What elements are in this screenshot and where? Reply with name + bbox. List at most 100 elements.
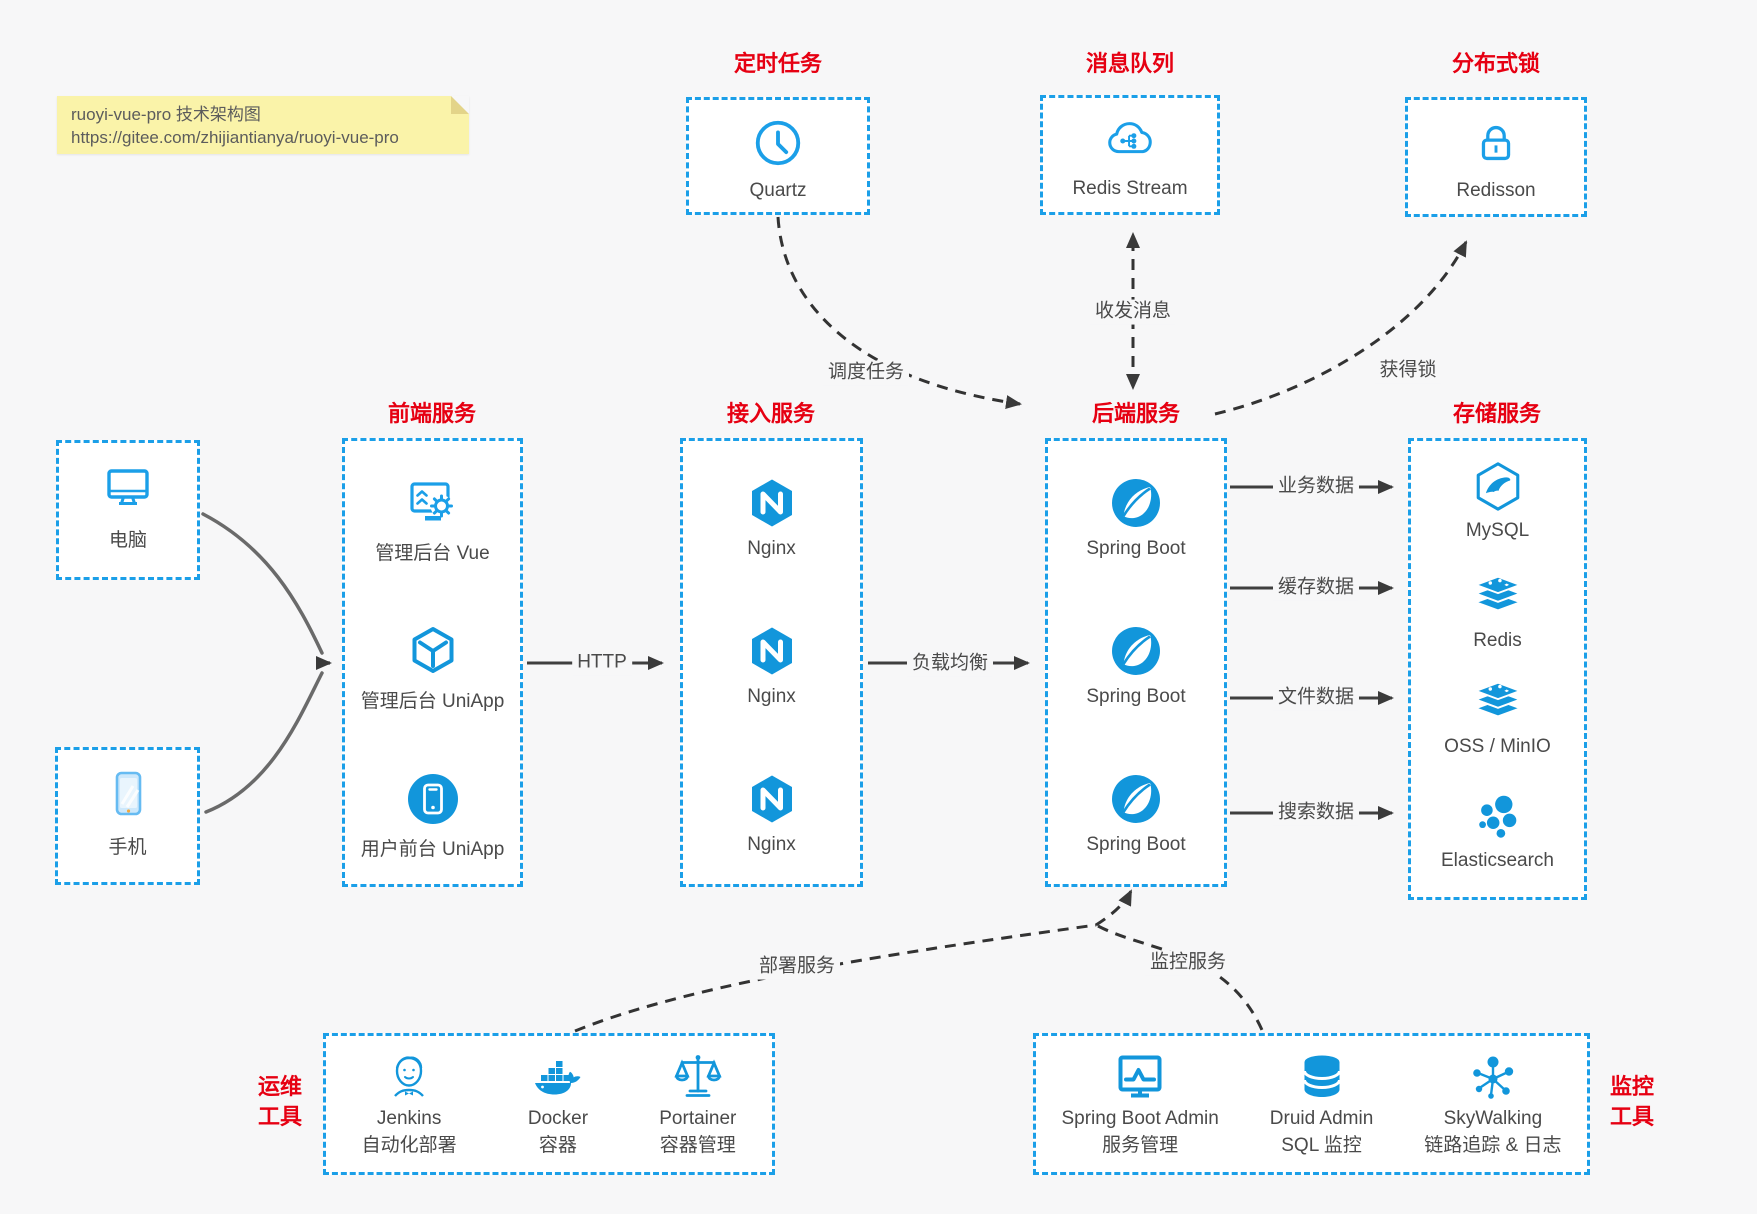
smartphone-icon	[115, 771, 141, 816]
node-nginx-2: Nginx	[683, 623, 860, 708]
group-title-message-queue: 消息队列	[1085, 51, 1175, 76]
jenkins-desc: 自动化部署	[361, 1134, 457, 1156]
node-admin-uniapp: 管理后台 UniApp	[345, 623, 520, 713]
group-title-distributed-lock: 分布式锁	[1451, 51, 1541, 76]
edge-label-monitor: 监控服务	[1144, 950, 1232, 976]
springboot-label: Spring Boot	[1086, 834, 1186, 855]
nginx-icon	[751, 479, 792, 527]
edge-label-search-data: 搜索数据	[1272, 800, 1360, 826]
jenkins-label: Jenkins	[376, 1108, 442, 1129]
springboot-admin-label: Spring Boot Admin	[1061, 1108, 1219, 1129]
node-springboot-1: Spring Boot	[1048, 475, 1224, 560]
skywalking-icon	[1473, 1056, 1514, 1099]
edge-label-file-data: 文件数据	[1272, 685, 1360, 711]
elasticsearch-icon	[1478, 795, 1516, 838]
druid-admin-label: Druid Admin	[1269, 1108, 1374, 1129]
node-redis: Redis	[1411, 569, 1584, 652]
lock-icon	[1481, 125, 1511, 161]
nginx-label: Nginx	[747, 538, 796, 559]
elasticsearch-label: Elasticsearch	[1441, 850, 1554, 871]
node-admin-vue: 管理后台 Vue	[345, 475, 520, 565]
node-oss-minio: OSS / MinIO	[1411, 675, 1584, 758]
group-title-backend: 后端服务	[1091, 401, 1181, 426]
spring-boot-icon	[1112, 627, 1160, 675]
monitor-tools-title: 监控 工具	[1609, 1074, 1654, 1129]
oss-icon	[1472, 681, 1523, 718]
edge-label-load-balance: 负载均衡	[906, 651, 994, 677]
group-title-storage: 存储服务	[1452, 401, 1542, 426]
monitor-tools-group: Spring Boot Admin 服务管理 Druid Admin SQL 监…	[1033, 1033, 1590, 1175]
note-fold-corner	[451, 96, 469, 114]
clock-icon	[755, 120, 801, 166]
redis-stream-label: Redis Stream	[1072, 178, 1188, 199]
edge-tools-to-backend-arrow	[1095, 889, 1133, 927]
quartz-box: Quartz	[686, 97, 870, 215]
group-title-frontend: 前端服务	[387, 401, 477, 426]
mysql-icon	[1476, 462, 1519, 511]
ops-tools-group: Jenkins 自动化部署 Docker 容器	[323, 1033, 775, 1175]
cloud-share-icon	[1108, 122, 1152, 154]
oss-minio-label: OSS / MinIO	[1444, 736, 1551, 757]
redis-icon	[1472, 575, 1523, 612]
user-app-icon	[407, 774, 458, 824]
phone-label: 手机	[108, 837, 147, 858]
skywalking-desc: 链路追踪 & 日志	[1424, 1134, 1562, 1156]
gateway-services-group: Nginx Nginx Nginx	[680, 438, 863, 887]
node-nginx-3: Nginx	[683, 771, 860, 856]
edge-schedule-curve	[776, 216, 1022, 409]
edge-label-schedule: 调度任务	[822, 360, 910, 386]
portainer-desc: 容器管理	[659, 1134, 736, 1156]
vue-admin-icon	[409, 482, 453, 521]
node-druid-admin: Druid Admin SQL 监控	[1269, 1049, 1374, 1158]
uniapp-cube-icon	[412, 627, 453, 673]
user-uniapp-label: 用户前台 UniApp	[360, 839, 505, 860]
edge-lock-curve	[1214, 240, 1468, 416]
spring-boot-icon	[1112, 775, 1160, 823]
computer-box: 电脑	[56, 440, 200, 580]
spring-boot-icon	[1112, 479, 1160, 527]
spring-boot-admin-icon	[1118, 1055, 1162, 1098]
node-springboot-3: Spring Boot	[1048, 771, 1224, 856]
node-skywalking: SkyWalking 链路追踪 & 日志	[1424, 1049, 1561, 1158]
nginx-icon	[751, 627, 792, 675]
nginx-label: Nginx	[747, 686, 796, 707]
edge-label-business-data: 业务数据	[1272, 474, 1360, 500]
computer-label: 电脑	[108, 530, 147, 551]
desktop-icon	[107, 469, 149, 505]
node-springboot-admin: Spring Boot Admin 服务管理	[1061, 1049, 1219, 1158]
edge-label-deploy: 部署服务	[753, 954, 841, 980]
quartz-label: Quartz	[749, 180, 807, 201]
redisson-box: Redisson	[1405, 97, 1587, 217]
title-note: ruoyi-vue-pro 技术架构图 https://gitee.com/zh…	[57, 96, 469, 154]
skywalking-label: SkyWalking	[1443, 1108, 1543, 1129]
node-springboot-2: Spring Boot	[1048, 623, 1224, 708]
node-jenkins: Jenkins 自动化部署	[362, 1049, 457, 1158]
phone-box: 手机	[55, 747, 200, 885]
edge-label-http: HTTP	[572, 650, 632, 676]
node-elasticsearch: Elasticsearch	[1411, 789, 1584, 872]
docker-label: Docker	[527, 1108, 589, 1129]
backend-services-group: Spring Boot Spring Boot Spring Boot	[1045, 438, 1227, 887]
frontend-services-group: 管理后台 Vue 管理后台 UniApp 用户前台 UniApp	[342, 438, 523, 887]
redis-stream-box: Redis Stream	[1040, 95, 1220, 215]
group-title-gateway: 接入服务	[726, 401, 816, 426]
admin-vue-label: 管理后台 Vue	[375, 543, 490, 564]
node-docker: Docker 容器	[528, 1049, 588, 1158]
node-mysql: MySQL	[1411, 459, 1584, 542]
jenkins-icon	[394, 1056, 425, 1097]
edge-label-lock: 获得锁	[1374, 358, 1442, 384]
springboot-label: Spring Boot	[1086, 686, 1186, 707]
redisson-label: Redisson	[1456, 180, 1536, 201]
admin-uniapp-label: 管理后台 UniApp	[360, 691, 505, 712]
edge-computer-to-frontend	[201, 512, 324, 655]
springboot-label: Spring Boot	[1086, 538, 1186, 559]
portainer-icon	[674, 1055, 722, 1097]
druid-admin-desc: SQL 监控	[1281, 1134, 1362, 1156]
portainer-label: Portainer	[659, 1108, 737, 1129]
edge-label-message: 收发消息	[1089, 299, 1177, 325]
redis-label: Redis	[1473, 630, 1522, 651]
node-portainer: Portainer 容器管理	[659, 1049, 736, 1158]
docker-icon	[534, 1061, 581, 1095]
springboot-admin-desc: 服务管理	[1102, 1134, 1179, 1156]
